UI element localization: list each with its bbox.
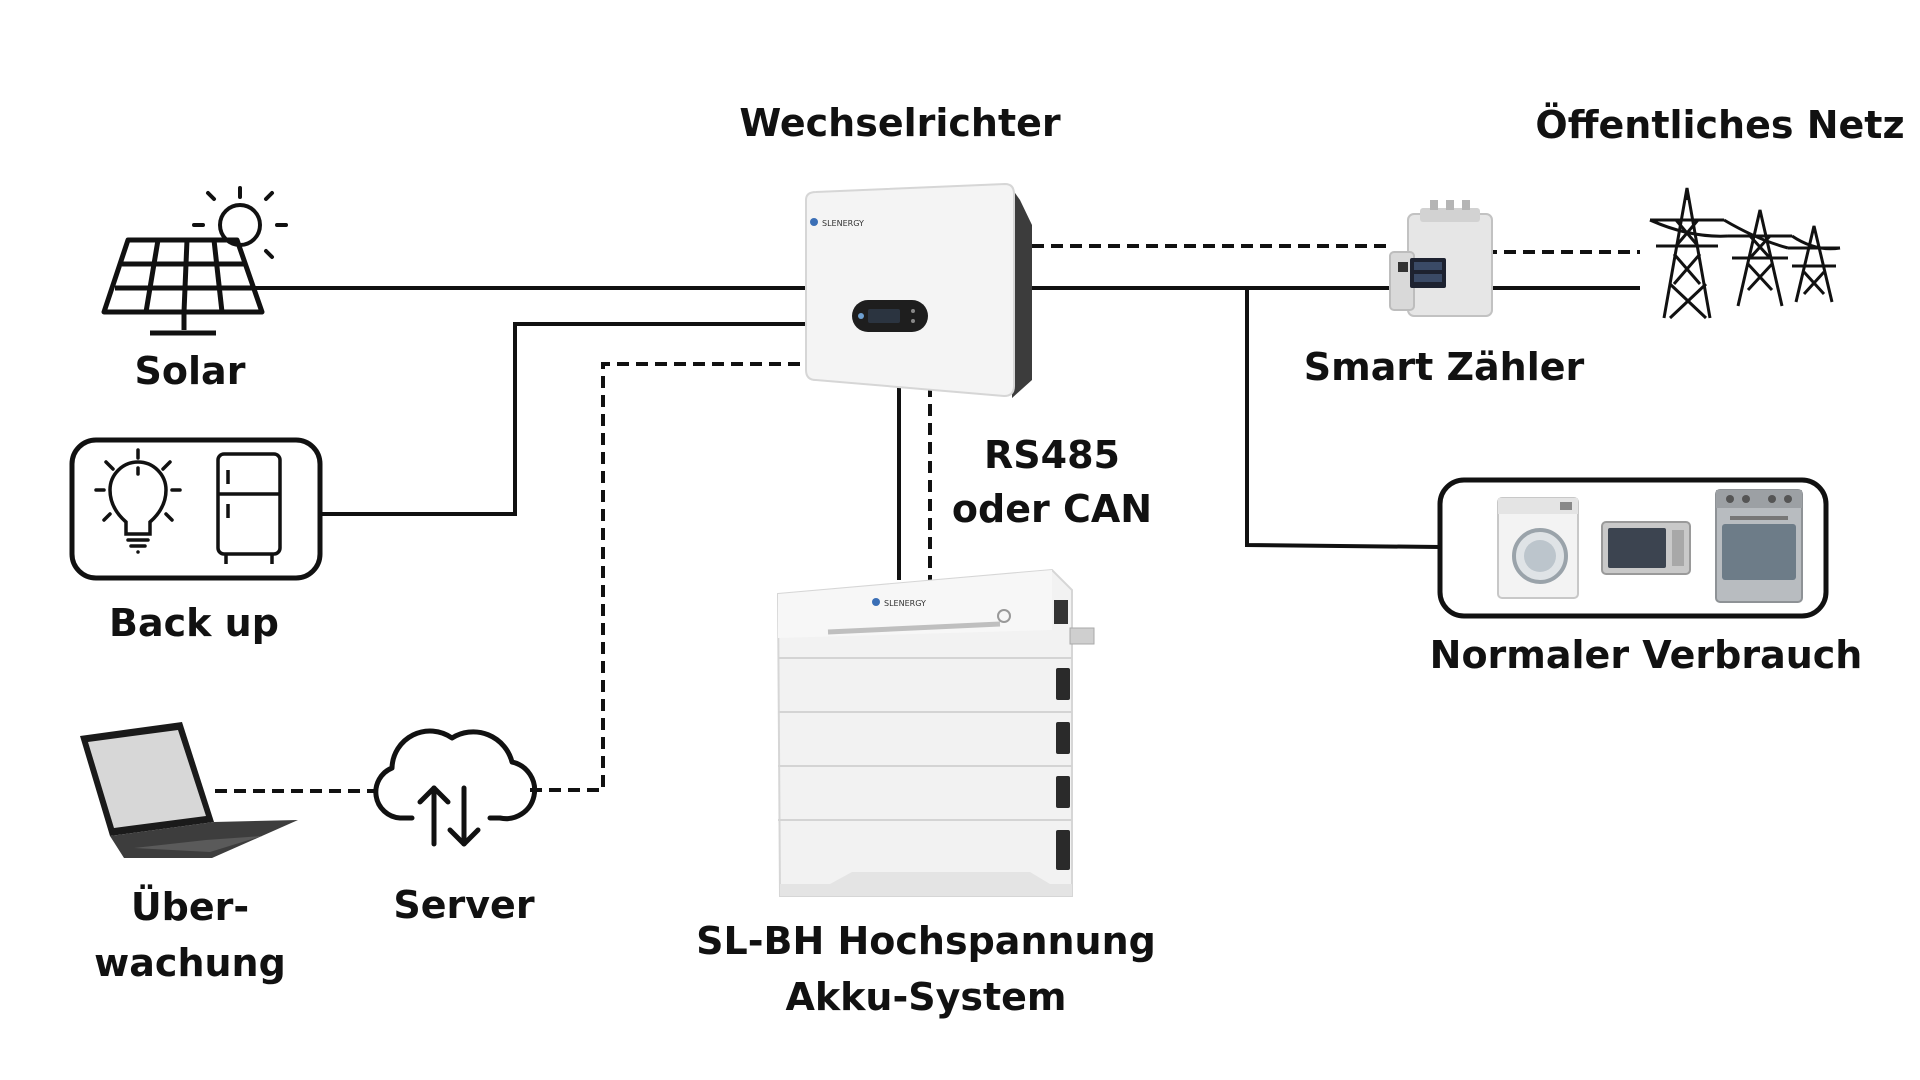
oven-icon: [1715, 489, 1803, 603]
consumption-label: Normaler Verbrauch: [1430, 633, 1863, 677]
microwave-icon: [1601, 521, 1691, 575]
cloud-sync-icon: [373, 728, 538, 847]
power-pylon-icon: [1649, 187, 1841, 320]
solar-label: Solar: [135, 349, 246, 393]
solar-panel-icon: [101, 237, 265, 336]
inverter-label: Wechselrichter: [739, 101, 1061, 145]
comm-label-line1: RS485: [984, 433, 1120, 477]
inverter-logo: SLENERGY: [822, 219, 864, 228]
inverter-device: SLENERGY: [805, 182, 1032, 398]
monitoring-label-line2: wachung: [94, 941, 286, 985]
washing-machine-icon: [1497, 497, 1579, 599]
battery-label-line2: Akku-System: [785, 975, 1066, 1019]
grid-label: Öffentliches Netz: [1535, 103, 1904, 147]
monitoring-label-line1: Über-: [131, 885, 249, 929]
fridge-icon: [216, 452, 282, 564]
smart-meter-device: [1389, 200, 1493, 317]
smart-meter-label: Smart Zähler: [1304, 345, 1585, 389]
connections: [215, 244, 1640, 793]
laptop-icon: [80, 722, 298, 858]
backup-box: [69, 437, 323, 581]
battery-device: SLENERGY: [776, 568, 1095, 897]
comm-label-line2: oder CAN: [952, 487, 1152, 531]
server-label: Server: [393, 883, 534, 927]
sun-icon: [192, 186, 288, 259]
lightbulb-icon: [94, 448, 182, 554]
backup-label: Back up: [109, 601, 279, 645]
server-line: [530, 362, 805, 792]
backup-line: [320, 322, 805, 516]
battery-logo: SLENERGY: [884, 599, 926, 608]
consumption-line: [1245, 288, 1441, 549]
battery-label-line1: SL-BH Hochspannung: [696, 919, 1156, 963]
